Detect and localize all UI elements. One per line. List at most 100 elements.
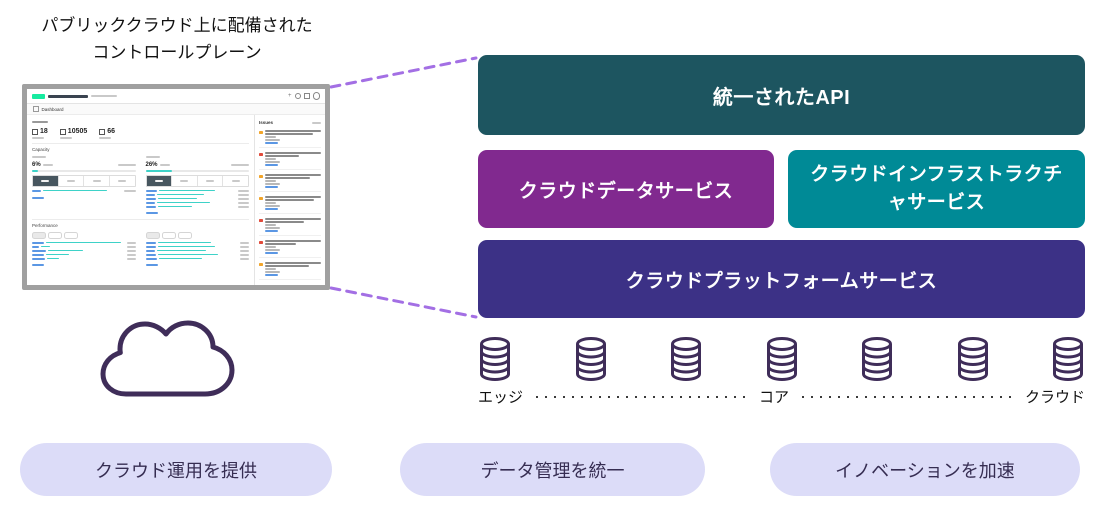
cloud-data-services-box: クラウドデータサービス (478, 150, 774, 228)
tab-iops (64, 231, 78, 239)
capacity-total-skeleton (117, 163, 136, 166)
view-all-skeleton (145, 211, 158, 214)
stat-hosts: 66 (99, 128, 115, 139)
dashboard-main: 18 10505 66 Capacity (27, 115, 254, 285)
tier-label-core: コア (759, 389, 790, 406)
dashboard-header: + (27, 89, 325, 104)
capacity-list-row (145, 193, 249, 196)
pill-data-management: データ管理を統一 (400, 443, 705, 496)
stat-label-skeleton (32, 136, 44, 139)
database-icon (957, 337, 988, 381)
capacity-systems-percent: 6% (32, 161, 41, 168)
performance-section-title: Performance (32, 222, 58, 228)
cloud-infra-services-box: クラウドインフラストラクチャサービス (788, 150, 1085, 228)
toggle-option (197, 175, 224, 186)
pill-cloud-operations-label: クラウド運用を提供 (95, 460, 257, 481)
issue-severity-icon (259, 218, 263, 222)
caption-line2: コントロールプレーン (92, 43, 262, 63)
performance-row (32, 257, 136, 260)
value-skeleton (123, 189, 136, 192)
volumes-icon (59, 128, 66, 135)
link-skeleton (32, 189, 41, 192)
performance-columns (32, 230, 249, 268)
toggle-option (58, 175, 85, 186)
bell-icon (294, 93, 301, 99)
tier-label-cloud: クラウド (1025, 389, 1086, 406)
stat-systems: 18 (32, 128, 48, 139)
view-all-skeleton (32, 196, 44, 199)
stats-row: 18 10505 66 (32, 128, 249, 139)
toggle-option (223, 175, 248, 186)
capacity-systems-column: 6% (32, 154, 136, 216)
capacity-volumes-percent: 26% (145, 161, 158, 168)
issues-panel: Issues (254, 115, 325, 285)
view-all-skeleton (145, 263, 158, 266)
performance-systems-column (32, 230, 136, 268)
performance-row (145, 257, 249, 260)
plus-icon: + (287, 93, 292, 99)
stat-value: 10505 (67, 128, 88, 135)
performance-row (32, 253, 136, 256)
tab-throughput (48, 231, 62, 239)
stat-value: 66 (107, 128, 116, 135)
toggle-option-selected (146, 175, 173, 186)
dashboard-screenshot: + Dashboard 18 10505 (22, 84, 330, 290)
breadcrumb-label: Dashboard (41, 106, 64, 112)
capacity-total-skeleton (231, 163, 249, 166)
avatar-icon (312, 92, 320, 100)
toggle-option (109, 175, 135, 186)
column-label-skeleton (145, 155, 160, 158)
performance-tabs (145, 231, 250, 239)
issue-item (259, 130, 321, 148)
issue-item (259, 218, 321, 236)
view-all-skeleton (32, 263, 44, 266)
database-icon (862, 337, 892, 381)
pill-innovation-label: イノベーションを加速 (835, 460, 1015, 481)
issue-severity-icon (259, 240, 263, 244)
caption: パブリッククラウド上に配備された コントロールプレーン (16, 12, 338, 66)
database-icon (671, 337, 701, 381)
systems-icon (32, 128, 38, 135)
performance-row (145, 245, 249, 248)
cloud-platform-services-box: クラウドプラットフォームサービス (478, 240, 1085, 318)
capacity-list-row (145, 197, 249, 200)
tab-latency (32, 231, 46, 239)
capacity-list-row (145, 189, 249, 192)
used-label-skeleton (42, 163, 53, 166)
capacity-toggle-group (145, 174, 249, 187)
column-label-skeleton (32, 155, 46, 158)
capacity-toggle-group (32, 174, 136, 187)
cloud-icon (100, 320, 235, 397)
issue-severity-icon (259, 130, 263, 134)
dotted-leader (536, 395, 746, 398)
performance-row (145, 249, 249, 252)
tab-iops (177, 231, 192, 239)
connector-top-line (329, 56, 478, 89)
database-row (478, 336, 1085, 382)
app-title-skeleton (48, 94, 88, 98)
capacity-volumes-column: 26% (145, 154, 249, 216)
breadcrumb: Dashboard (27, 104, 325, 115)
issue-severity-icon (259, 174, 263, 178)
performance-row (32, 249, 136, 252)
unified-api-box: 統一されたAPI (478, 55, 1085, 135)
app-subtitle-skeleton (91, 94, 117, 98)
filter-icon-skeleton (312, 121, 321, 124)
tier-label-edge: エッジ (478, 389, 524, 406)
used-label-skeleton (159, 163, 170, 166)
stat-volumes: 10505 (59, 128, 88, 139)
capacity-list-row (145, 201, 249, 204)
cloud-platform-services-label: クラウドプラットフォームサービス (625, 270, 938, 292)
toggle-option-selected (33, 175, 59, 186)
capacity-columns: 6% (32, 154, 249, 216)
performance-row (145, 241, 249, 244)
connector-bottom-line (329, 286, 478, 319)
dashboard-body: 18 10505 66 Capacity (27, 115, 325, 285)
pill-innovation: イノベーションを加速 (770, 443, 1080, 496)
capacity-list-row (145, 205, 249, 208)
performance-row (32, 241, 136, 244)
tab-throughput (161, 231, 176, 239)
issues-title: Issues (259, 120, 274, 125)
pill-cloud-operations: クラウド運用を提供 (20, 443, 332, 496)
